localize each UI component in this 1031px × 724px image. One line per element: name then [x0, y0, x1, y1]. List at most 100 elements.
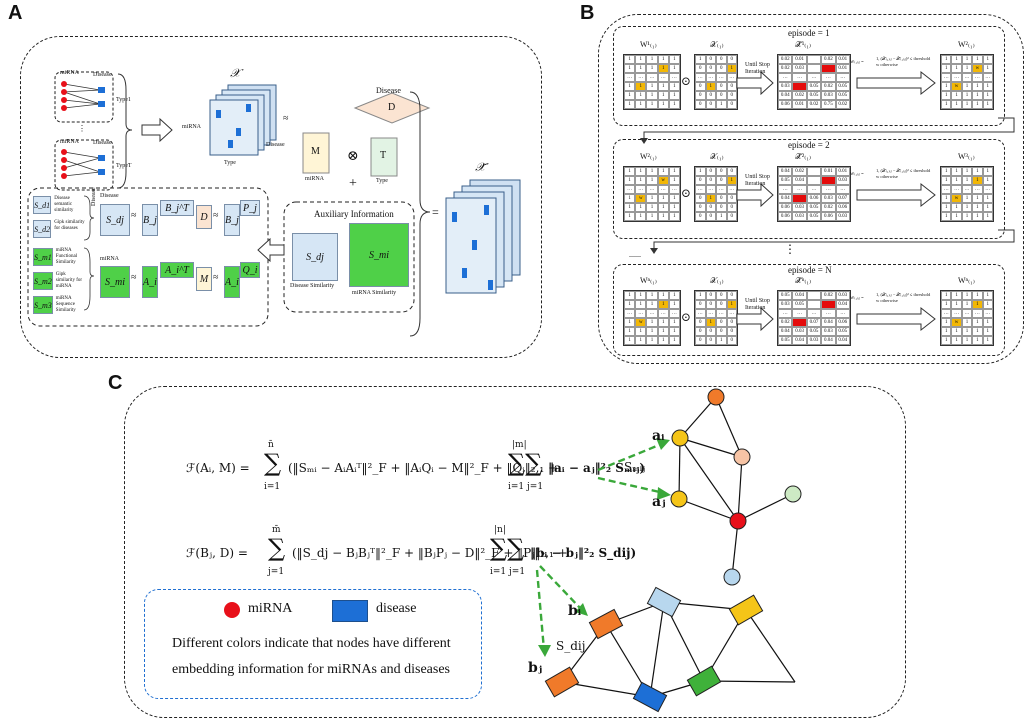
sim-text-m1: miRNA Functional Similarity: [55, 248, 78, 265]
epn-rule-lhs: W₍₁₎ᵢⱼ =: [850, 295, 864, 300]
typet-bipartite: [61, 149, 105, 179]
eq1-d: D: [196, 205, 212, 229]
eq2-m: M: [196, 267, 212, 291]
eq1-bjt: B_j^T: [160, 200, 194, 216]
tensor-x-label: 𝒳: [230, 66, 241, 80]
eq1-dsum: ∑∑: [508, 449, 543, 477]
mirna-node: [733, 448, 751, 466]
eq1-lhs: ℱ(Aᵢ, M) =: [186, 461, 250, 475]
ep2-odot: ⊙: [681, 186, 692, 200]
typet-label: TypeT: [116, 163, 132, 169]
sim-symbol-d2: S_d2: [33, 220, 52, 238]
eq2-sum: ∑: [268, 534, 286, 562]
tensor-disease-axis: Disease: [266, 142, 285, 148]
panel-a-graphics: [27, 71, 521, 337]
ep1-x-hat-label: 𝒳̂¹₍₁₎: [795, 40, 811, 49]
aux-sdj-block: S_dj: [292, 233, 338, 281]
factor-m-label: M: [311, 146, 320, 157]
mirna-caption-2: miRNA: [60, 139, 80, 145]
episode-connectors: [640, 117, 1015, 254]
disease-node: [632, 681, 668, 713]
similarity-item: S_m2 Gipk similarity for miRNA: [33, 272, 85, 296]
mirna-node: [707, 388, 725, 406]
sim-text-d2: Gipk similarity for diseases: [54, 220, 85, 231]
tensor-x-tilde-label: 𝒳̃: [475, 160, 486, 174]
eq2-ait: A_i^T: [160, 262, 194, 278]
similarity-arrows: [535, 441, 665, 651]
mirna-node: [729, 512, 747, 530]
label-a-j: aⱼ: [652, 494, 666, 510]
ep1-iter-arrow: [736, 70, 774, 96]
eq2-approx-2: ≈: [213, 272, 219, 283]
epn-rule-case2: w otherwise: [876, 298, 898, 303]
eq2-qi: Q_i: [240, 262, 260, 278]
episode-1-box: [613, 26, 1005, 126]
arrow-head: [538, 645, 551, 657]
disease-graph-edges: [561, 601, 796, 698]
equals-symbol: =: [432, 205, 439, 219]
panel-c-frame: [124, 386, 906, 718]
eq2-body: (‖S_dj − BⱼBⱼᵀ‖²_F + ‖BⱼPⱼ − D‖²_F + ‖Pⱼ…: [292, 546, 568, 560]
label-s-dij: S_dij: [556, 639, 586, 653]
factor-mirna-caption: miRNA: [305, 176, 325, 182]
type1-label: Type1: [116, 97, 131, 103]
legend-box: [144, 589, 482, 699]
tensor-x-tilde: [445, 179, 521, 294]
eq2-ai-2: A_i: [224, 266, 240, 298]
eq2-ai: A_i: [142, 266, 158, 298]
similarity-item: S_d2 Gipk similarity for diseases: [33, 220, 85, 248]
epn-w-out-label: Wⁿ₍₁₎: [958, 276, 975, 285]
ep1-odot: ⊙: [681, 74, 692, 88]
eq1-dsum-bot: i=1 j=1: [508, 482, 544, 492]
ep1-x-label: 𝒳₍₁₎: [710, 40, 724, 49]
epn-x-label: 𝒳₍₁₎: [710, 276, 724, 285]
ep1-w-in-label: W¹₍₁₎: [640, 40, 657, 49]
episodes-ellipsis: ⋮: [784, 242, 796, 256]
eq2-dsum: ∑∑: [490, 534, 525, 562]
ep2-x-hat-label: 𝒳̂²₍₁₎: [795, 152, 811, 161]
eq1-dsum-top: |m|: [512, 440, 527, 450]
eq2-approx: ≈: [131, 272, 137, 283]
type1-graph-box: [54, 71, 114, 123]
label-a-i: aᵢ: [652, 428, 665, 444]
ep1-until-stop: Until Stop: [745, 62, 770, 68]
otimes-symbol: ⊗: [347, 149, 359, 164]
epn-iter-arrow: [736, 306, 774, 332]
disease-node: [728, 594, 764, 626]
disease-caption-1: Disease: [93, 72, 112, 78]
mirna-graph-edges: [678, 396, 794, 578]
disease-node: [686, 665, 722, 697]
ep1-rule-arrow: [856, 70, 936, 96]
sim-symbol-m2: S_m2: [33, 272, 53, 290]
eq1-tail: ‖aᵢ − aⱼ‖²₂ Sₘᵢⱼ): [548, 461, 646, 475]
ep2-rule-case2: w otherwise: [876, 174, 898, 179]
aux-mirna-similarity-caption: miRNA Similarity: [352, 290, 397, 296]
aux-smi-block: S_mi: [349, 223, 409, 287]
mirna-caption-1: miRNA: [60, 70, 80, 76]
eq2-sum-bot: j=1: [268, 567, 285, 577]
tensor-x: [209, 84, 277, 156]
label-s-mij: Sₘᵢⱼ: [624, 460, 646, 474]
approx-symbol: ≈: [283, 113, 289, 124]
panel-a-frame: [20, 36, 542, 358]
similarity-item: S_m1 miRNA Functional Similarity: [33, 248, 85, 272]
ep2-rule-case1: 1, (𝒳₍₁₎ᵢⱼ − 𝒳̂₍₁₎ᵢⱼ)² ≤ threshold: [876, 168, 931, 173]
legend-text-line2: embedding information for miRNAs and dis…: [172, 662, 451, 677]
panel-c-letter: C: [108, 372, 123, 394]
tensor-type-axis: Type: [224, 160, 236, 166]
ep2-rule-arrow: [856, 182, 936, 208]
panel-a-letter: A: [8, 2, 23, 24]
aux-title: Auxiliary Information: [314, 209, 394, 219]
legend-mirna-label: miRNA: [248, 601, 293, 616]
arrow-head: [657, 487, 671, 500]
similarity-list: S_d1 Disease semantic similarity S_d2 Gi…: [33, 196, 85, 320]
disease-node: [646, 586, 682, 618]
ep2-w-out-label: W³₍₁₎: [958, 152, 975, 161]
mirna-node: [723, 568, 741, 586]
factor-t-label: T: [380, 150, 387, 161]
